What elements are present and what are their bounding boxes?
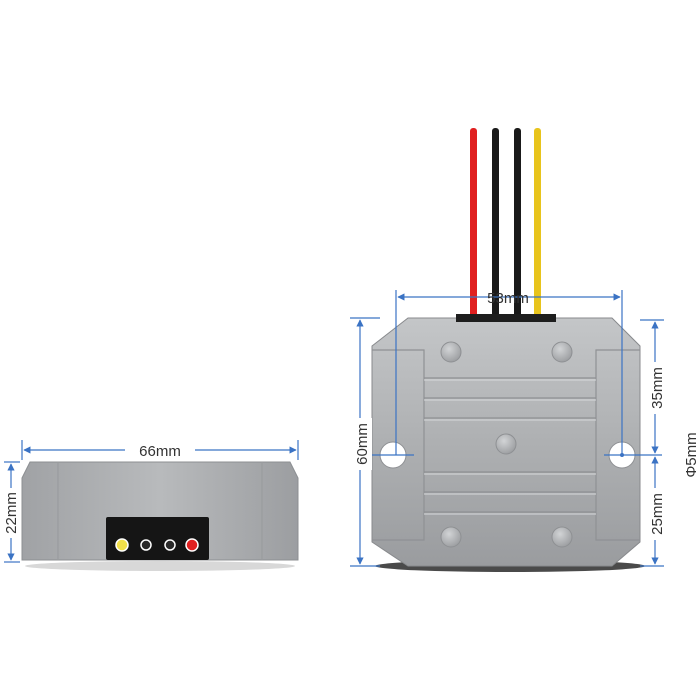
side-width-label: 66mm xyxy=(139,443,181,460)
height-label: 60mm xyxy=(354,423,371,465)
terminal-pins xyxy=(115,538,199,552)
boss-bottom-left xyxy=(440,526,462,548)
upper-offset-label-bg xyxy=(645,362,667,414)
lower-offset-label-bg xyxy=(645,488,667,540)
hole-spacing-label: 53mm xyxy=(487,290,529,307)
terminal-black-2 xyxy=(164,539,176,551)
cooling-fin-highlights xyxy=(424,379,596,515)
side-height-label-bg xyxy=(1,488,21,538)
side-width-label-bg xyxy=(125,441,195,459)
side-housing-ribs xyxy=(57,462,263,560)
wire-red xyxy=(470,128,477,320)
terminal-red xyxy=(185,538,199,552)
bosses xyxy=(440,341,573,548)
upper-offset-label: 35mm xyxy=(649,367,666,409)
lower-offset-label: 25mm xyxy=(649,493,666,535)
wire-black-2 xyxy=(514,128,521,320)
terminal-yellow xyxy=(115,538,129,552)
wire-yellow xyxy=(534,128,541,320)
top-view: 53mm 60mm 35mm 25mm Φ5mm xyxy=(350,128,700,572)
hole-diameter-label: Φ5mm xyxy=(683,432,700,477)
boss-top-left xyxy=(440,341,462,363)
side-height-label: 22mm xyxy=(3,492,20,534)
wire-black-1 xyxy=(492,128,499,320)
left-ledge xyxy=(372,349,425,541)
terminal-black-1 xyxy=(140,539,152,551)
boss-bottom-right xyxy=(551,526,573,548)
right-ledge xyxy=(595,349,640,541)
side-housing xyxy=(21,461,299,561)
hole-center-dot xyxy=(620,453,624,457)
side-view-shadow xyxy=(25,561,295,571)
boss-top-right xyxy=(551,341,573,363)
side-view: 66mm 22mm xyxy=(1,440,299,571)
wires xyxy=(470,128,541,320)
cooling-fins xyxy=(424,377,596,513)
terminal-block xyxy=(106,517,209,560)
wire-seal xyxy=(456,314,556,322)
boss-center xyxy=(495,433,517,455)
height-label-bg xyxy=(350,418,372,470)
